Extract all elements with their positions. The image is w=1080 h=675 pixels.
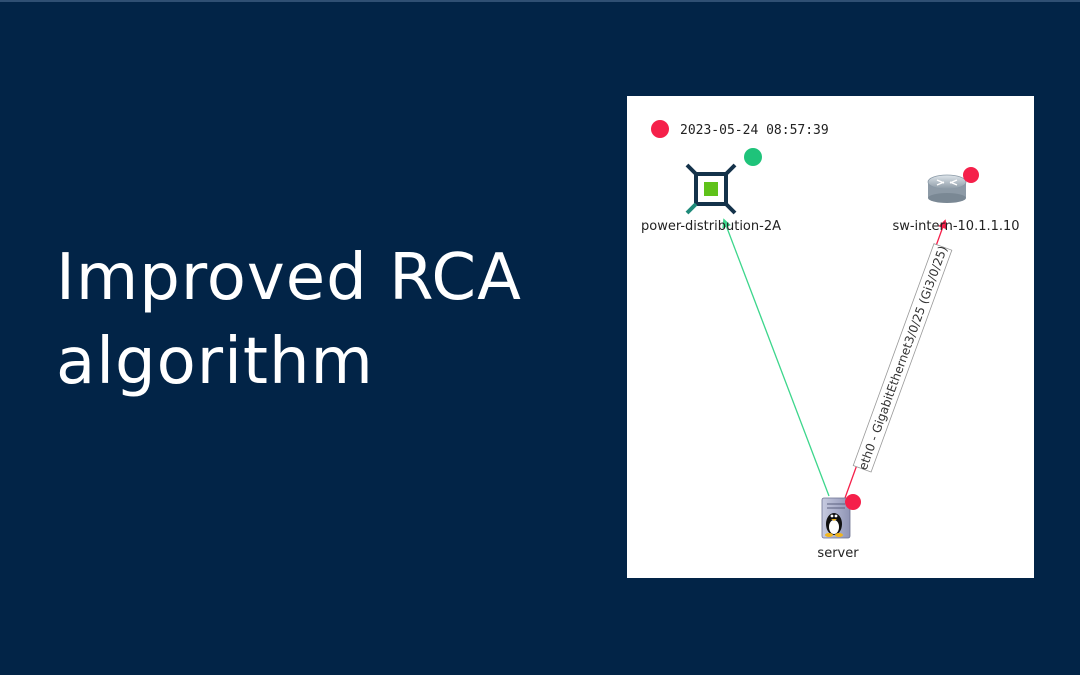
node-power-distribution[interactable]: power-distribution-2A: [641, 148, 781, 234]
node-switch[interactable]: sw-intern-10.1.1.10: [892, 167, 1020, 234]
network-diagram: 2023-05-24 08:57:39 eth0 - GigabitEthern…: [627, 96, 1034, 578]
router-icon: [927, 174, 967, 203]
title-line-1: Improved RCA: [56, 241, 522, 315]
global-status-dot: [651, 120, 669, 138]
title-line-2: algorithm: [56, 325, 374, 399]
switch-status-dot: [963, 167, 979, 183]
server-status-dot: [845, 494, 861, 510]
node-server[interactable]: server: [817, 494, 861, 561]
power-distribution-icon: [685, 163, 737, 215]
node-label-power: power-distribution-2A: [641, 219, 781, 234]
top-border: [0, 0, 1080, 2]
node-label-server: server: [817, 546, 859, 561]
edge-label-box: [852, 243, 953, 473]
node-label-switch: sw-intern-10.1.1.10: [892, 219, 1019, 234]
timestamp: 2023-05-24 08:57:39: [680, 123, 829, 138]
edge-label-group: eth0 - GigabitEthernet3/0/25 (Gi3/0/25): [852, 243, 953, 473]
diagram-canvas: 2023-05-24 08:57:39 eth0 - GigabitEthern…: [641, 120, 1020, 561]
linux-server-icon: [821, 497, 851, 539]
power-status-dot: [744, 148, 762, 166]
edge-server-power[interactable]: [722, 218, 830, 497]
edge-label: eth0 - GigabitEthernet3/0/25 (Gi3/0/25): [856, 244, 950, 472]
slide-title: Improved RCA algorithm: [56, 236, 576, 404]
